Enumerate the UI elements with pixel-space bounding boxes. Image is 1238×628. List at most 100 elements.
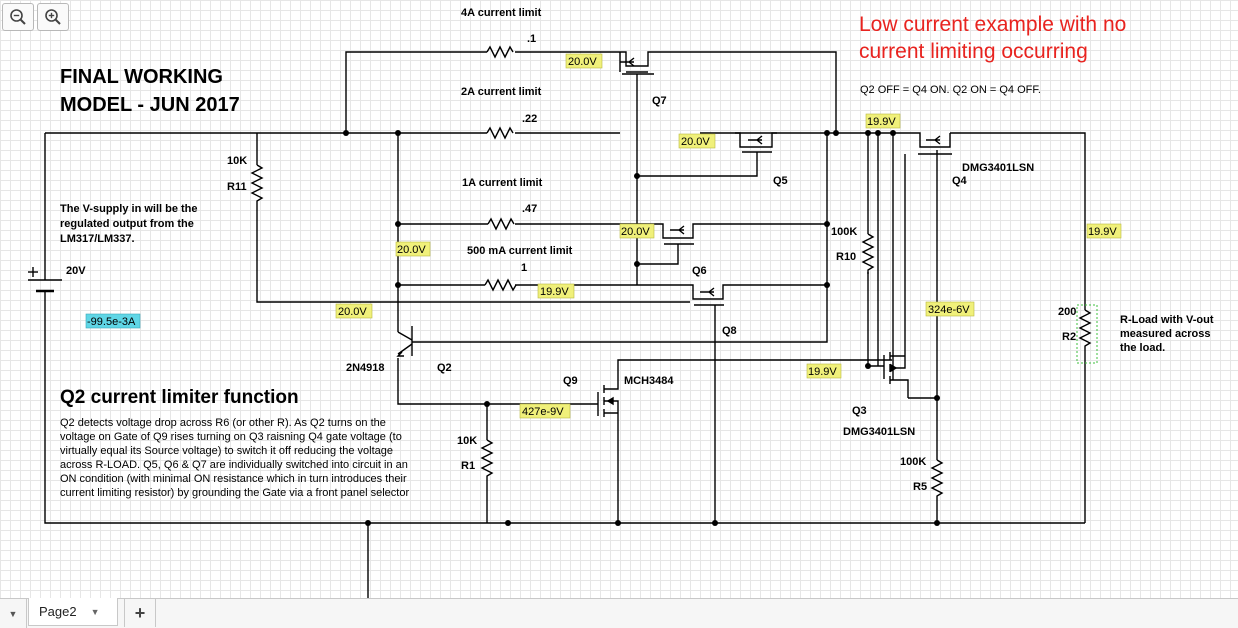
svg-text:-99.5e-3A: -99.5e-3A <box>87 316 136 328</box>
q2-desc-line1: Q2 detects voltage drop across R6 (or ot… <box>60 417 386 429</box>
probe-labels: 20.0V 20.0V 20.0V 20.0V 19.9V 20.0V 19.9… <box>85 53 1122 419</box>
zoom-out-icon <box>10 9 26 25</box>
r11-name: R11 <box>227 181 247 193</box>
q2-desc-line3: virtually equal its Source voltage) to s… <box>60 445 393 457</box>
resistor-4a[interactable] <box>486 45 514 59</box>
resistor-r11[interactable] <box>250 164 264 205</box>
svg-text:20.0V: 20.0V <box>568 56 597 68</box>
q9-label: Q9 <box>563 375 578 387</box>
svg-text:19.9V: 19.9V <box>540 286 569 298</box>
probe-q6[interactable]: 20.0V <box>619 223 655 239</box>
probe-500ma[interactable]: 19.9V <box>537 283 575 299</box>
mosfet-q6[interactable] <box>660 223 696 250</box>
label-2a-limit: 2A current limit <box>461 86 542 98</box>
zoom-out-button[interactable] <box>2 3 34 31</box>
q4-label: Q4 <box>952 175 968 187</box>
probe-r11[interactable]: 20.0V <box>335 303 373 319</box>
probe-r10[interactable]: 324e-6V <box>925 301 975 317</box>
label-1a-limit: 1A current limit <box>462 177 543 189</box>
resistor-1a[interactable] <box>487 217 515 231</box>
schematic-canvas[interactable]: FINAL WORKING MODEL - JUN 2017 Low curre… <box>0 0 1238 598</box>
q4-part: DMG3401LSN <box>962 162 1034 174</box>
probe-q3[interactable]: 19.9V <box>806 363 842 379</box>
mosfet-q7[interactable] <box>612 51 660 80</box>
resistor-2a[interactable] <box>486 126 514 140</box>
zoom-in-button[interactable] <box>37 3 69 31</box>
q5-label: Q5 <box>773 175 788 187</box>
add-page-button[interactable]: + <box>124 599 156 627</box>
heading-line2: MODEL - JUN 2017 <box>60 94 240 116</box>
q9-part: MCH3484 <box>624 375 674 387</box>
resistor-r1[interactable] <box>480 439 494 483</box>
label-4a-limit: 4A current limit <box>461 7 542 19</box>
r10-value: 100K <box>831 226 857 238</box>
vsupply-line3: LM317/LM337. <box>60 233 135 245</box>
junction-dots <box>343 130 940 526</box>
red-note-line2: current limiting occurring <box>859 40 1088 63</box>
chevron-down-icon: ▼ <box>8 608 18 619</box>
r2-name: R2 <box>1062 331 1076 343</box>
q2-desc-line6: current limiting resistor) by grounding … <box>60 487 409 499</box>
resistor-r2[interactable] <box>1076 304 1098 364</box>
probe-supply-current[interactable]: -99.5e-3A <box>85 313 141 329</box>
svg-text:19.9V: 19.9V <box>867 116 896 128</box>
chevron-down-icon[interactable]: ▼ <box>90 606 100 617</box>
q2-desc-line5: ON condition (with minimal ON resistance… <box>60 473 407 485</box>
r10-name: R10 <box>836 251 856 263</box>
battery-source[interactable] <box>28 267 62 300</box>
diagram-text: FINAL WORKING MODEL - JUN 2017 Low curre… <box>60 7 1214 499</box>
probe-q7[interactable]: 20.0V <box>565 53 603 69</box>
page-tab-bar: ▼ Page2 ▼ + <box>0 598 1238 628</box>
resistor-500ma[interactable] <box>484 278 517 292</box>
r2-value: 200 <box>1058 306 1076 318</box>
rload-line2: measured across <box>1120 328 1211 340</box>
svg-text:324e-6V: 324e-6V <box>928 304 970 316</box>
probe-left-branch[interactable]: 20.0V <box>395 241 431 257</box>
q3-part: DMG3401LSN <box>843 426 915 438</box>
wires <box>44 51 1086 598</box>
q2-part: 2N4918 <box>346 362 385 374</box>
q3-label: Q3 <box>852 405 867 417</box>
probe-q4-source[interactable]: 19.9V <box>865 113 901 129</box>
mosfet-q5[interactable] <box>735 132 777 165</box>
mosfet-q3[interactable] <box>878 350 909 398</box>
pages-menu-button[interactable]: ▼ <box>0 599 27 628</box>
svg-text:20.0V: 20.0V <box>621 226 650 238</box>
mosfet-q8[interactable] <box>690 284 725 320</box>
r5-value: 100K <box>900 456 926 468</box>
battery-value: 20V <box>66 265 86 277</box>
tab-page2[interactable]: Page2 ▼ <box>28 598 118 626</box>
bjt-q2[interactable] <box>396 326 413 357</box>
svg-text:19.9V: 19.9V <box>1088 226 1117 238</box>
mosfet-q9[interactable] <box>597 385 619 425</box>
resistor-r5[interactable] <box>930 459 944 500</box>
q2-desc-line4: across R-LOAD. Q5, Q6 & Q7 are individua… <box>60 459 408 471</box>
svg-text:427e-9V: 427e-9V <box>522 406 564 418</box>
q2-label: Q2 <box>437 362 452 374</box>
r-2a-value: .22 <box>522 113 537 125</box>
mosfet-q4[interactable] <box>904 132 952 162</box>
vsupply-line1: The V-supply in will be the <box>60 203 198 215</box>
plus-icon: + <box>134 602 146 623</box>
r-500ma-value: 1 <box>521 262 527 274</box>
r1-name: R1 <box>461 460 475 472</box>
probe-q5[interactable]: 20.0V <box>678 133 716 149</box>
r-4a-value: .1 <box>527 33 536 45</box>
probe-q9-gate[interactable]: 427e-9V <box>519 403 571 419</box>
red-note-line1: Low current example with no <box>859 13 1126 36</box>
label-500ma-limit: 500 mA current limit <box>467 245 573 257</box>
r5-name: R5 <box>913 481 927 493</box>
svg-text:19.9V: 19.9V <box>808 366 837 378</box>
r11-value: 10K <box>227 155 247 167</box>
svg-text:20.0V: 20.0V <box>338 306 367 318</box>
svg-text:20.0V: 20.0V <box>397 244 426 256</box>
probe-output[interactable]: 19.9V <box>1086 223 1122 239</box>
tab-label: Page2 <box>39 604 77 619</box>
resistor-r10[interactable] <box>861 233 875 274</box>
heading-line1: FINAL WORKING <box>60 66 223 88</box>
q6-label: Q6 <box>692 265 707 277</box>
q7-label: Q7 <box>652 95 667 107</box>
vsupply-line2: regulated output from the <box>60 218 194 230</box>
q2-function-heading: Q2 current limiter function <box>60 387 299 408</box>
r-1a-value: .47 <box>522 203 537 215</box>
